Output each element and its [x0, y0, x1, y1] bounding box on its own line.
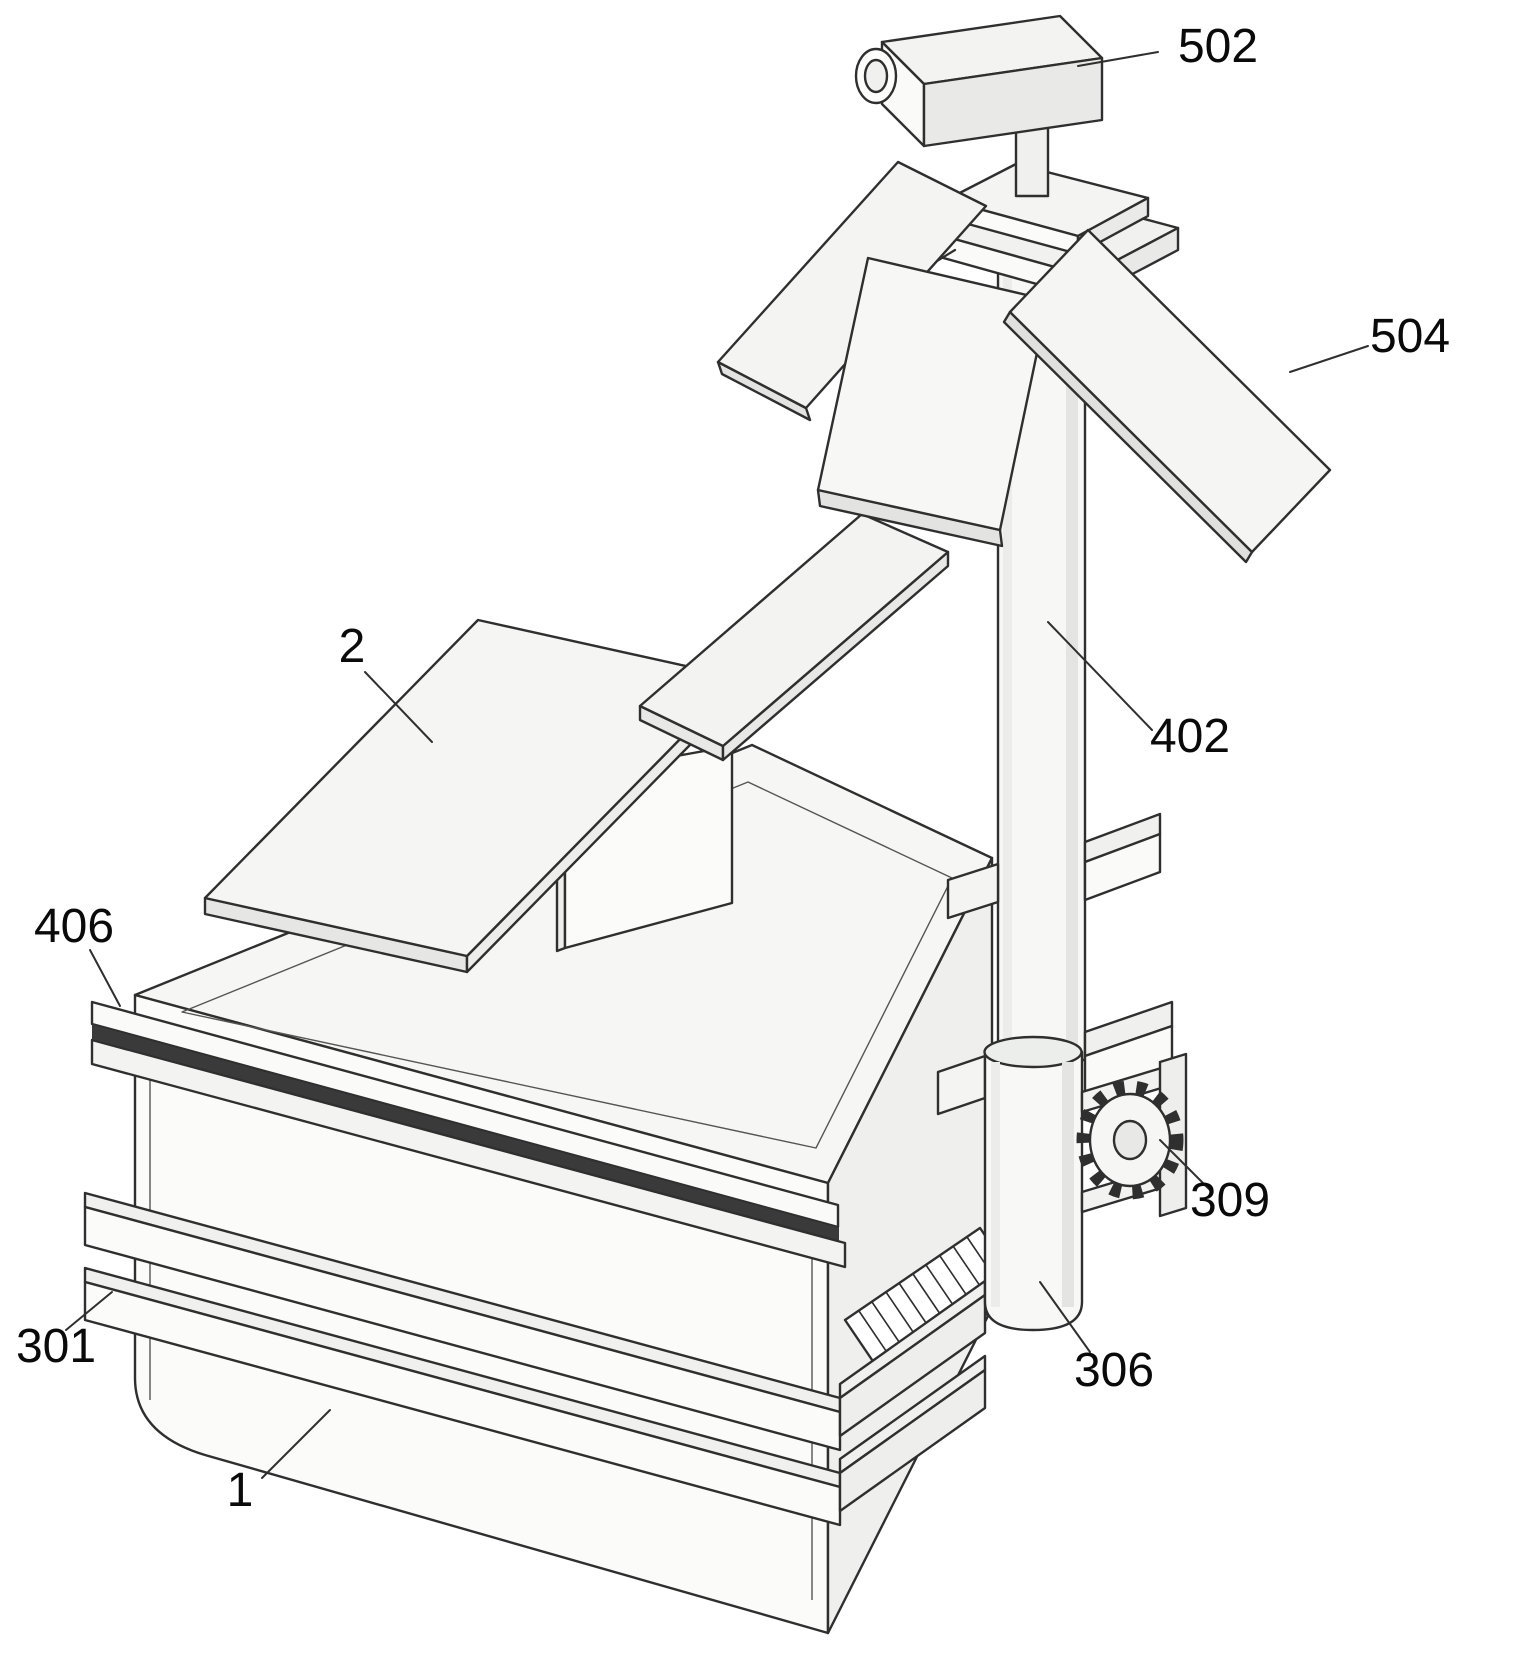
leader-1 — [261, 1409, 331, 1479]
panel-left-face — [716, 160, 988, 410]
rail-301b-wrap — [838, 1368, 987, 1513]
rail-301a-wrap — [838, 1293, 987, 1438]
leader-504 — [1289, 345, 1369, 373]
ref-label-1: 1 — [227, 1464, 254, 1517]
gear-hub — [1112, 1119, 1148, 1161]
column-shade-left — [1003, 260, 1012, 1056]
leader-301 — [65, 1291, 113, 1331]
arm-top-face — [638, 512, 950, 748]
rail-406 — [90, 1000, 847, 1269]
leader-406 — [89, 949, 121, 1007]
leader-309 — [1159, 1139, 1213, 1193]
ref-label-306: 306 — [1074, 1344, 1154, 1397]
sleeve-306 — [983, 1035, 1084, 1332]
column-402 — [996, 254, 1087, 1062]
rail-301-upper — [83, 1191, 987, 1452]
sleeve-shade-right — [1062, 1062, 1074, 1307]
panel-504 — [1002, 228, 1332, 564]
mid-bracket-left — [946, 862, 1000, 920]
ref-label-2: 2 — [339, 620, 366, 673]
rail-406-lower-bar — [90, 1038, 847, 1269]
ref-label-402: 402 — [1150, 710, 1230, 763]
ref-label-301: 301 — [16, 1320, 96, 1373]
ref-label-502: 502 — [1178, 20, 1258, 73]
rail-406-upper-bar — [90, 1000, 840, 1229]
leader-2 — [364, 671, 433, 743]
rail-301a-front — [83, 1205, 842, 1452]
gear-309 — [1076, 1052, 1188, 1218]
panel-center-face — [816, 256, 1050, 532]
leader-306 — [1039, 1281, 1091, 1353]
rail-301b-front — [83, 1280, 842, 1527]
gear-teeth — [1076, 1080, 1184, 1200]
ref-labels: 502 504 2 402 406 309 301 306 1 — [16, 20, 1450, 1517]
panel-center — [816, 256, 1050, 548]
ref-label-504: 504 — [1370, 310, 1450, 363]
panel-504-face — [1008, 228, 1332, 554]
sleeve-body — [983, 1050, 1084, 1332]
leader-lines — [65, 51, 1369, 1479]
ref-label-309: 309 — [1190, 1174, 1270, 1227]
camera-front-face — [922, 56, 1104, 148]
panel-left — [716, 160, 988, 422]
link-arm — [638, 512, 950, 762]
sleeve-mouth — [983, 1035, 1083, 1069]
column-shade-right — [1066, 260, 1078, 1056]
ref-label-406: 406 — [34, 900, 114, 953]
rail-301-lower — [83, 1266, 987, 1527]
sleeve-shade-left — [991, 1062, 1000, 1307]
rail-406-gap — [92, 1025, 839, 1242]
mid-bracket-front — [1083, 832, 1162, 902]
camera-502 — [854, 14, 1104, 148]
camera-lens-inner — [863, 58, 889, 94]
leader-402 — [1047, 621, 1153, 731]
mid-bracket — [946, 812, 1162, 920]
leader-502 — [1077, 51, 1159, 67]
